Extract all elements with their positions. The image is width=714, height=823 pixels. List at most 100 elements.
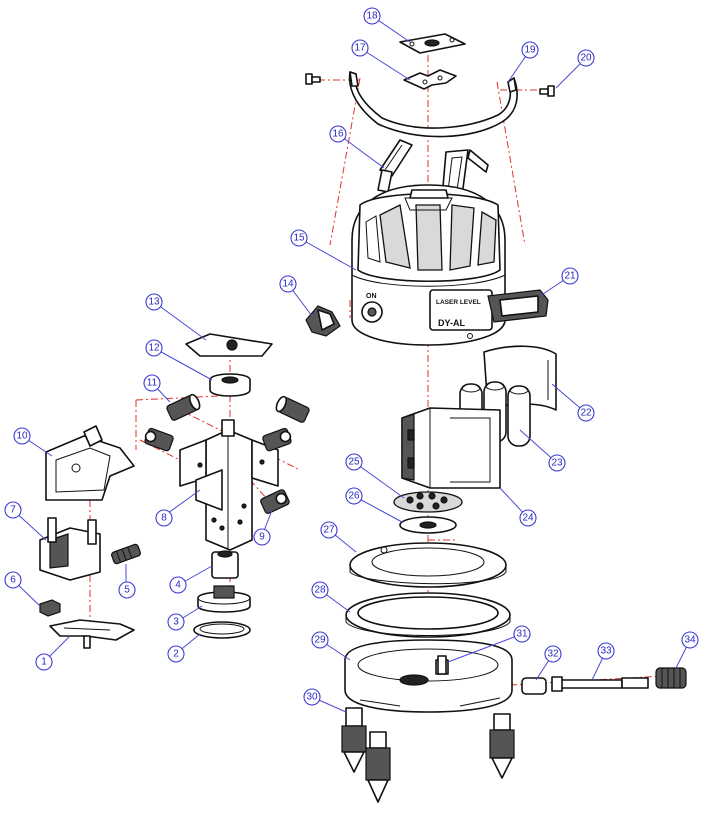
callout-1: 1	[35, 653, 53, 671]
callout-12: 12	[145, 339, 163, 357]
part-32-bushing	[521, 677, 547, 695]
callout-6: 6	[4, 571, 22, 589]
svg-text:31: 31	[516, 629, 528, 640]
part-15-housing: ON LASER LEVEL DY-AL	[351, 184, 506, 346]
svg-text:1: 1	[41, 657, 47, 668]
part-33-shaft	[551, 676, 649, 692]
callout-25: 25	[345, 453, 363, 471]
callout-24: 24	[519, 509, 537, 527]
svg-text:30: 30	[306, 692, 318, 703]
part-31-pin	[437, 655, 447, 675]
part-20-screws	[305, 73, 555, 97]
part-13-mount-plate	[185, 333, 273, 357]
part-10-bracket	[45, 425, 135, 501]
part-26-washer	[399, 516, 457, 534]
callout-2: 2	[167, 645, 185, 663]
svg-text:28: 28	[314, 585, 326, 596]
callout-31: 31	[513, 625, 531, 643]
housing-switch-label: ON	[366, 293, 377, 300]
part-17-clip	[403, 69, 457, 90]
svg-text:18: 18	[366, 11, 378, 22]
svg-text:14: 14	[282, 279, 294, 290]
callout-15: 15	[290, 229, 308, 247]
part-7-pendulum-bracket	[39, 517, 101, 581]
part-28-seal-ring	[345, 592, 511, 638]
svg-text:16: 16	[332, 129, 344, 140]
svg-text:5: 5	[124, 585, 130, 596]
part-30-feet	[341, 707, 515, 803]
housing-model-label: DY-AL	[438, 318, 466, 328]
part-4-bushing	[211, 550, 239, 579]
callout-23: 23	[548, 454, 566, 472]
housing-brand-label: LASER LEVEL	[436, 299, 481, 306]
svg-text:17: 17	[354, 43, 366, 54]
svg-text:2: 2	[173, 649, 179, 660]
part-34-knob	[655, 667, 687, 689]
svg-text:21: 21	[564, 271, 576, 282]
svg-text:10: 10	[16, 431, 28, 442]
part-3-weight	[197, 585, 251, 613]
svg-text:11: 11	[147, 378, 158, 389]
svg-text:15: 15	[293, 233, 305, 244]
svg-text:6: 6	[10, 575, 16, 586]
callouts: 1 2 3 4 5 6 7 8 9 10 11 12 13 14 15 16 1…	[4, 7, 699, 706]
svg-text:27: 27	[323, 525, 335, 536]
part-18-top-plate	[399, 33, 466, 54]
svg-text:32: 32	[547, 649, 559, 660]
callout-22: 22	[577, 404, 595, 422]
part-24-battery-holder	[401, 407, 501, 489]
svg-text:33: 33	[600, 646, 612, 657]
callout-20: 20	[577, 49, 595, 67]
svg-text:7: 7	[10, 505, 16, 516]
part-12-collar	[209, 373, 251, 397]
svg-text:34: 34	[684, 635, 696, 646]
part-27-ring-plate	[349, 542, 507, 588]
callout-19: 19	[521, 41, 539, 59]
part-2-oring	[193, 621, 251, 639]
part-5-spring	[111, 543, 141, 565]
svg-text:3: 3	[173, 617, 179, 628]
callout-29: 29	[311, 631, 329, 649]
callout-9: 9	[253, 528, 271, 546]
callout-21: 21	[561, 267, 579, 285]
part-11-emitters	[144, 393, 310, 514]
svg-text:13: 13	[148, 297, 160, 308]
callout-5: 5	[118, 581, 136, 599]
callout-33: 33	[597, 642, 615, 660]
svg-text:4: 4	[175, 580, 181, 591]
svg-text:23: 23	[551, 458, 563, 469]
callout-18: 18	[363, 7, 381, 25]
callout-10: 10	[13, 427, 31, 445]
svg-text:22: 22	[580, 408, 592, 419]
part-14-knob	[305, 305, 341, 337]
callout-26: 26	[345, 487, 363, 505]
callout-13: 13	[145, 293, 163, 311]
svg-text:20: 20	[580, 53, 592, 64]
callout-4: 4	[169, 576, 187, 594]
part-8-module-block	[179, 419, 279, 551]
svg-text:29: 29	[314, 635, 326, 646]
callout-7: 7	[4, 501, 22, 519]
part-19-handle	[348, 71, 518, 138]
callout-34: 34	[681, 631, 699, 649]
callout-28: 28	[311, 581, 329, 599]
part-21-latch	[487, 289, 549, 323]
svg-text:25: 25	[348, 457, 360, 468]
callout-27: 27	[320, 521, 338, 539]
part-25-diode-disc	[393, 491, 463, 513]
svg-text:9: 9	[259, 532, 265, 543]
callout-30: 30	[303, 688, 321, 706]
callout-3: 3	[167, 613, 185, 631]
svg-text:26: 26	[348, 491, 360, 502]
callout-16: 16	[329, 125, 347, 143]
callout-17: 17	[351, 39, 369, 57]
part-1-lever	[49, 619, 135, 649]
callout-14: 14	[279, 275, 297, 293]
part-29-base	[344, 639, 513, 713]
callout-32: 32	[544, 645, 562, 663]
part-6-block	[39, 599, 61, 617]
callout-11: 11	[143, 374, 161, 392]
callout-8: 8	[155, 509, 173, 527]
